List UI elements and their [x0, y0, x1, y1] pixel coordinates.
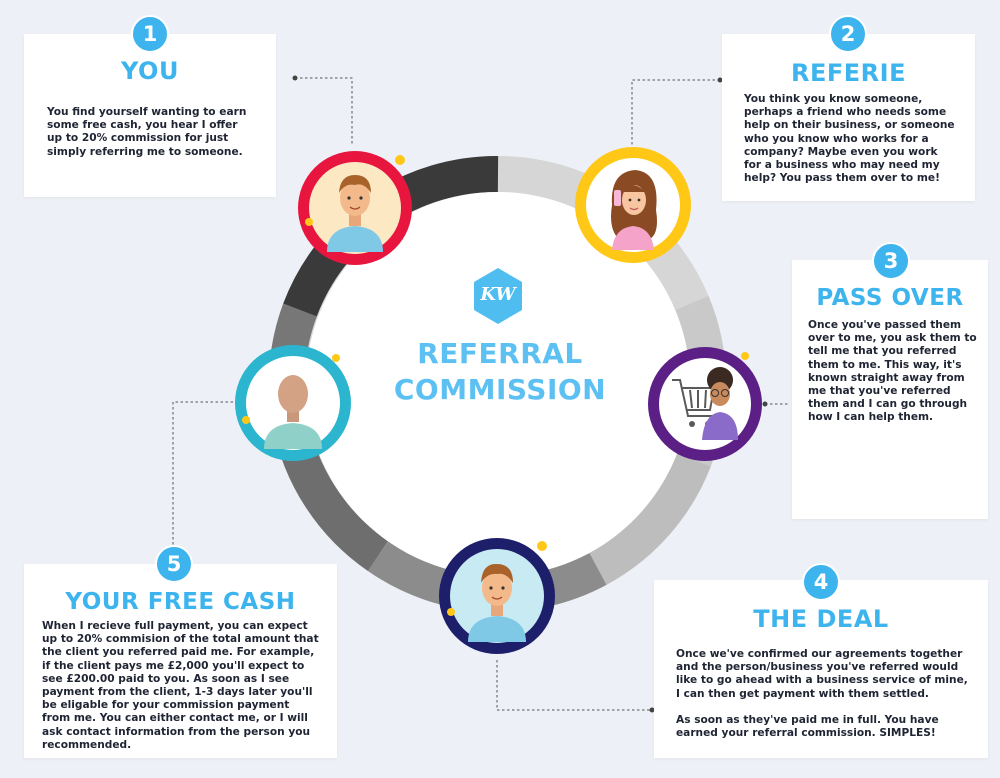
step-badge-3: 3: [872, 242, 910, 280]
step-title-you: YOU: [121, 57, 179, 85]
avatar-you: [298, 151, 412, 265]
step-text-referie: You think you know someone,perhaps a fri…: [744, 93, 955, 185]
connector-2: [631, 79, 720, 145]
avatar-pass-over: [648, 347, 762, 461]
step-title-pass-over: PASS OVER: [816, 285, 964, 311]
step-card-referie: [722, 34, 975, 201]
connector-dot: [717, 77, 723, 83]
step-title-the-deal: THE DEAL: [753, 605, 889, 633]
step-badge-2: 2: [829, 15, 867, 53]
step-card-the-deal: [654, 580, 988, 758]
center-disc: [306, 192, 690, 576]
step-title-your-free-cash: YOUR FREE CASH: [65, 589, 296, 615]
step-title-referie: REFERIE: [791, 59, 906, 87]
step-text-the-deal: Once we've confirmed our agreements toge…: [676, 648, 968, 740]
connectors: [172, 77, 790, 711]
step-card-your-free-cash: [24, 564, 337, 758]
kw-logo-text: KW: [480, 284, 516, 305]
connector-dot: [292, 75, 298, 81]
connector-dot: [649, 707, 655, 713]
step-badge-4: 4: [802, 563, 840, 601]
connector-dot: [762, 401, 768, 407]
step-badge-1: 1: [131, 15, 169, 53]
center-title-line2: COMMISSION: [393, 373, 607, 406]
connector-4: [496, 660, 652, 711]
kw-logo: [474, 268, 522, 324]
connector-5: [172, 401, 233, 548]
step-card-pass-over: [792, 260, 988, 519]
avatar-the-deal: [439, 538, 555, 654]
avatar-referie: [575, 147, 691, 263]
ring-segment: [589, 453, 711, 585]
step-text-your-free-cash: When I recieve full payment, you can exp…: [42, 620, 319, 751]
step-card-you: [24, 34, 276, 197]
connector-1: [295, 77, 353, 145]
center-title-line1: REFERRAL: [417, 337, 583, 370]
step-badge-5: 5: [155, 545, 193, 583]
avatar-your-free-cash: [235, 345, 351, 461]
